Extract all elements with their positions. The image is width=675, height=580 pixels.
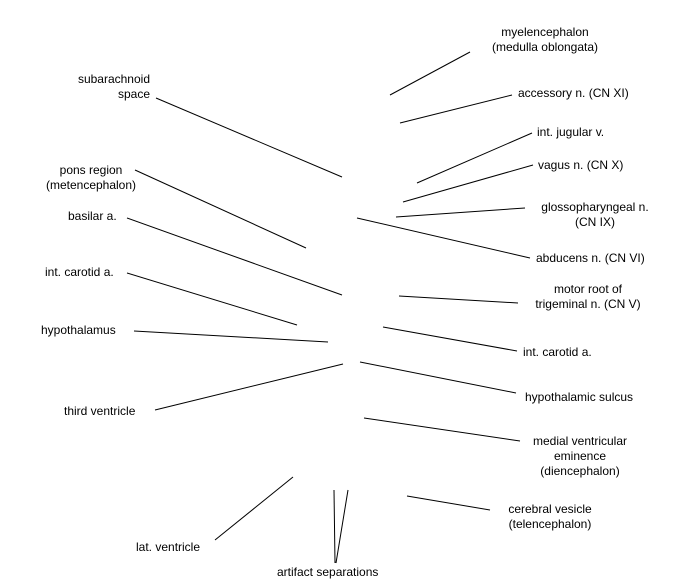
label-line: glossopharyngeal n. — [541, 200, 649, 214]
leader-carotid-right — [382, 326, 518, 352]
label-myelencephalon: myelencephalon (medulla oblongata) — [470, 25, 620, 55]
leader-basilar — [126, 217, 343, 296]
label-line: artifact separations — [277, 565, 379, 579]
leader-vagus — [402, 164, 534, 203]
label-lat-ventricle: lat. ventricle — [136, 540, 200, 555]
label-line: (metencephalon) — [45, 178, 137, 192]
label-ventricular-eminence: medial ventricular eminence (diencephalo… — [520, 434, 640, 479]
label-line: trigeminal n. (CN V) — [535, 297, 641, 311]
leader-hypothalamus — [133, 330, 329, 343]
label-line: (telencephalon) — [508, 517, 592, 531]
leader-cerebral-vesicle — [406, 495, 491, 511]
label-carotid-left: int. carotid a. — [45, 265, 114, 280]
label-trigeminal: motor root of trigeminal n. (CN V) — [520, 282, 656, 312]
label-line: (diencephalon) — [540, 464, 620, 478]
label-abducens: abducens n. (CN VI) — [536, 251, 645, 266]
label-line: accessory n. (CN XI) — [518, 86, 629, 100]
leader-artifact-a — [333, 489, 336, 564]
label-line: pons region — [59, 163, 123, 177]
label-cerebral-vesicle: cerebral vesicle (telencephalon) — [490, 502, 610, 532]
leader-jugular — [416, 132, 533, 184]
label-vagus: vagus n. (CN X) — [538, 158, 623, 173]
label-basilar: basilar a. — [68, 209, 117, 224]
label-line: (medulla oblongata) — [491, 40, 599, 54]
label-line: subarachnoid — [77, 72, 150, 86]
label-line: abducens n. (CN VI) — [536, 251, 645, 265]
leader-glossopharyngeal — [395, 207, 526, 218]
leader-pons — [134, 169, 307, 249]
label-line: hypothalamic sulcus — [525, 390, 634, 404]
label-hypothalamus: hypothalamus — [41, 323, 116, 338]
label-third-ventricle: third ventricle — [64, 404, 135, 419]
label-jugular: int. jugular v. — [537, 125, 604, 140]
leader-lat-ventricle — [214, 476, 294, 541]
label-line: medial ventricular — [532, 434, 628, 448]
label-line: hypothalamus — [41, 323, 116, 337]
leader-third-ventricle — [154, 363, 344, 411]
label-accessory: accessory n. (CN XI) — [518, 86, 629, 101]
label-artifact: artifact separations — [277, 565, 378, 580]
label-line: cerebral vesicle — [508, 502, 592, 516]
label-line: motor root of — [553, 282, 623, 296]
label-glossopharyngeal: glossopharyngeal n. (CN IX) — [528, 200, 662, 230]
label-line: lat. ventricle — [136, 540, 201, 554]
leader-abducens — [356, 217, 531, 259]
label-line: (CN IX) — [575, 215, 615, 229]
label-line: myelencephalon — [501, 25, 589, 39]
label-line: int. carotid a. — [523, 345, 592, 359]
label-carotid-right: int. carotid a. — [523, 345, 592, 360]
leader-hypothalamic-sulcus — [359, 361, 517, 394]
label-hypothalamic-sulcus: hypothalamic sulcus — [525, 390, 633, 405]
label-line: int. carotid a. — [45, 265, 114, 279]
label-line: int. jugular v. — [537, 125, 605, 139]
leader-ventricular-eminence — [363, 417, 521, 442]
label-subarachnoid: subarachnoid space — [60, 72, 150, 102]
label-line: basilar a. — [68, 209, 117, 223]
leader-subarachnoid — [155, 97, 343, 178]
label-line: space — [117, 87, 150, 101]
leader-artifact-b — [335, 489, 349, 564]
leader-trigeminal — [398, 295, 519, 304]
label-line: eminence — [553, 449, 607, 463]
leader-myelencephalon — [389, 51, 471, 96]
label-line: third ventricle — [64, 404, 136, 418]
label-pons: pons region (metencephalon) — [30, 163, 152, 193]
leader-accessory — [399, 94, 513, 124]
label-line: vagus n. (CN X) — [538, 158, 624, 172]
leader-carotid-left — [126, 272, 298, 326]
